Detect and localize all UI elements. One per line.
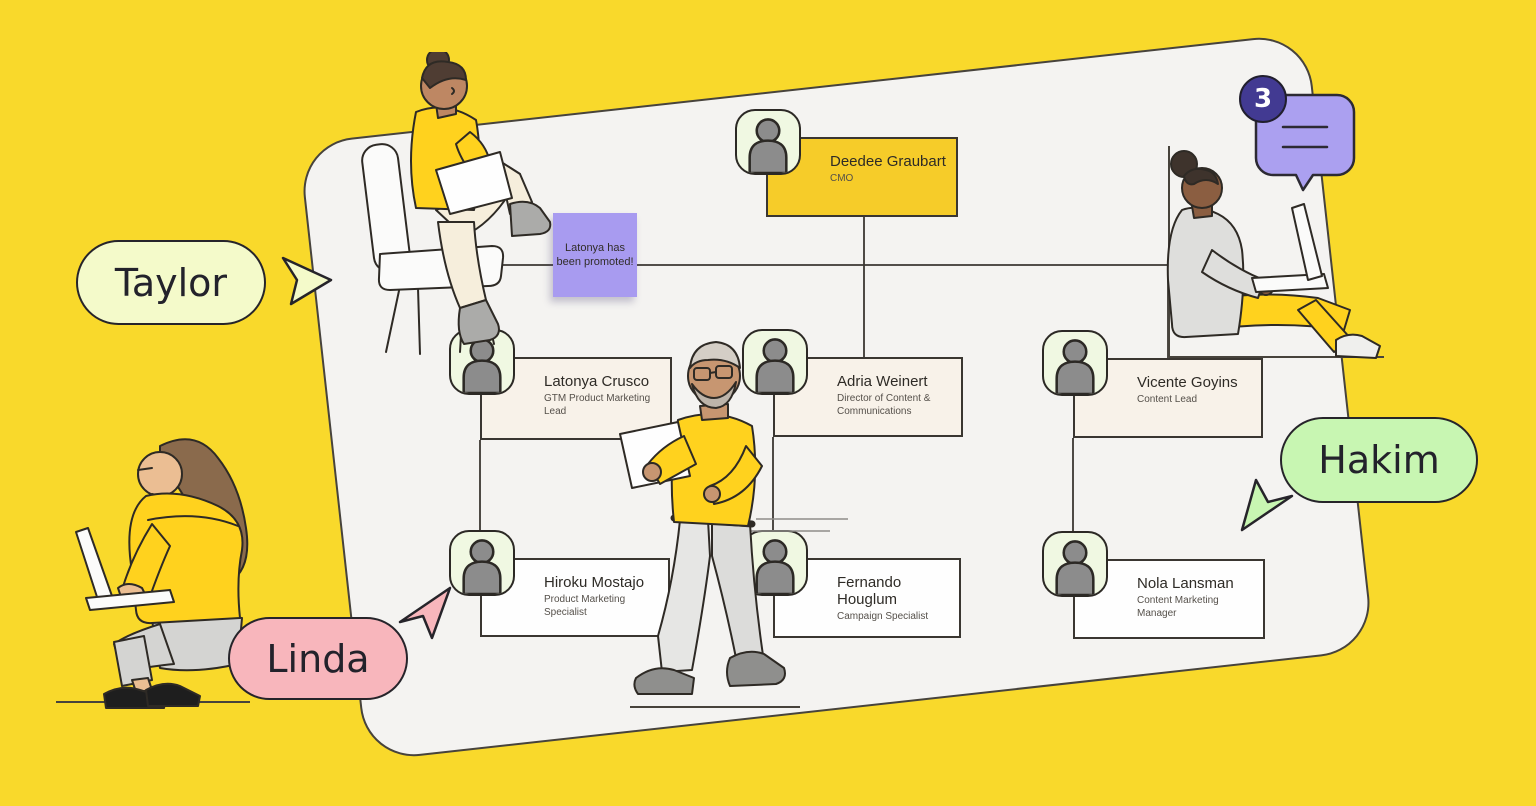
collaborator-cursor-taylor xyxy=(281,256,333,306)
collaborator-pill-hakim: Hakim xyxy=(1280,417,1478,503)
node-name: Latonya Crusco xyxy=(544,373,650,390)
node-name: Fernando Houglum xyxy=(837,574,902,608)
illustration-woman-on-chair xyxy=(361,52,552,355)
collaborator-cursor-hakim xyxy=(1240,478,1294,532)
person-avatar-icon xyxy=(449,530,515,596)
node-role: Director of Content & Communications xyxy=(837,393,931,417)
node-role: GTM Product Marketing Lead xyxy=(544,393,651,417)
collaborator-name: Hakim xyxy=(1318,438,1440,482)
sticky-note-text: Latonya has been promoted! xyxy=(556,241,634,268)
illustration-man-walking-paper xyxy=(619,341,786,695)
node-role: Content Lead xyxy=(1137,394,1198,405)
node-name: Nola Lansman xyxy=(1137,575,1234,592)
person-avatar-icon xyxy=(1042,330,1108,396)
person-avatar-icon xyxy=(1042,531,1108,597)
org-node-vicente-goyins[interactable]: Vicente Goyins Content Lead xyxy=(1042,330,1263,438)
notification-count-badge[interactable]: 3 xyxy=(1239,75,1287,123)
org-node-hiroku-mostajo[interactable]: Hiroku Mostajo Product Marketing Special… xyxy=(449,530,670,637)
node-name: Adria Weinert xyxy=(837,373,928,390)
chat-bubble-icon[interactable] xyxy=(1236,70,1366,195)
collaborator-name: Linda xyxy=(266,636,370,681)
collaborator-pill-linda: Linda xyxy=(228,617,408,700)
person-avatar-icon xyxy=(735,109,801,175)
collaborator-cursor-linda xyxy=(398,586,452,640)
org-node-nola-lansman[interactable]: Nola Lansman Content Marketing Manager xyxy=(1042,531,1265,639)
node-name: Vicente Goyins xyxy=(1137,374,1238,391)
notification-count: 3 xyxy=(1253,84,1273,114)
collaborator-pill-taylor: Taylor xyxy=(76,240,266,325)
node-role: Product Marketing Specialist xyxy=(544,594,626,618)
org-node-adria-weinert[interactable]: Adria Weinert Director of Content & Comm… xyxy=(742,329,963,437)
illustration-woman-sitting-laptop xyxy=(75,438,249,709)
node-role: Content Marketing Manager xyxy=(1137,595,1219,619)
node-role: Campaign Specialist xyxy=(837,611,929,622)
node-role: CMO xyxy=(830,173,854,184)
person-avatar-icon xyxy=(742,329,808,395)
org-node-deedee-graubart[interactable]: Deedee Graubart CMO xyxy=(735,109,958,217)
node-name: Deedee Graubart xyxy=(830,153,946,170)
collaborator-name: Taylor xyxy=(114,260,228,305)
node-name: Hiroku Mostajo xyxy=(544,574,645,591)
sticky-note[interactable]: Latonya has been promoted! xyxy=(553,213,637,297)
